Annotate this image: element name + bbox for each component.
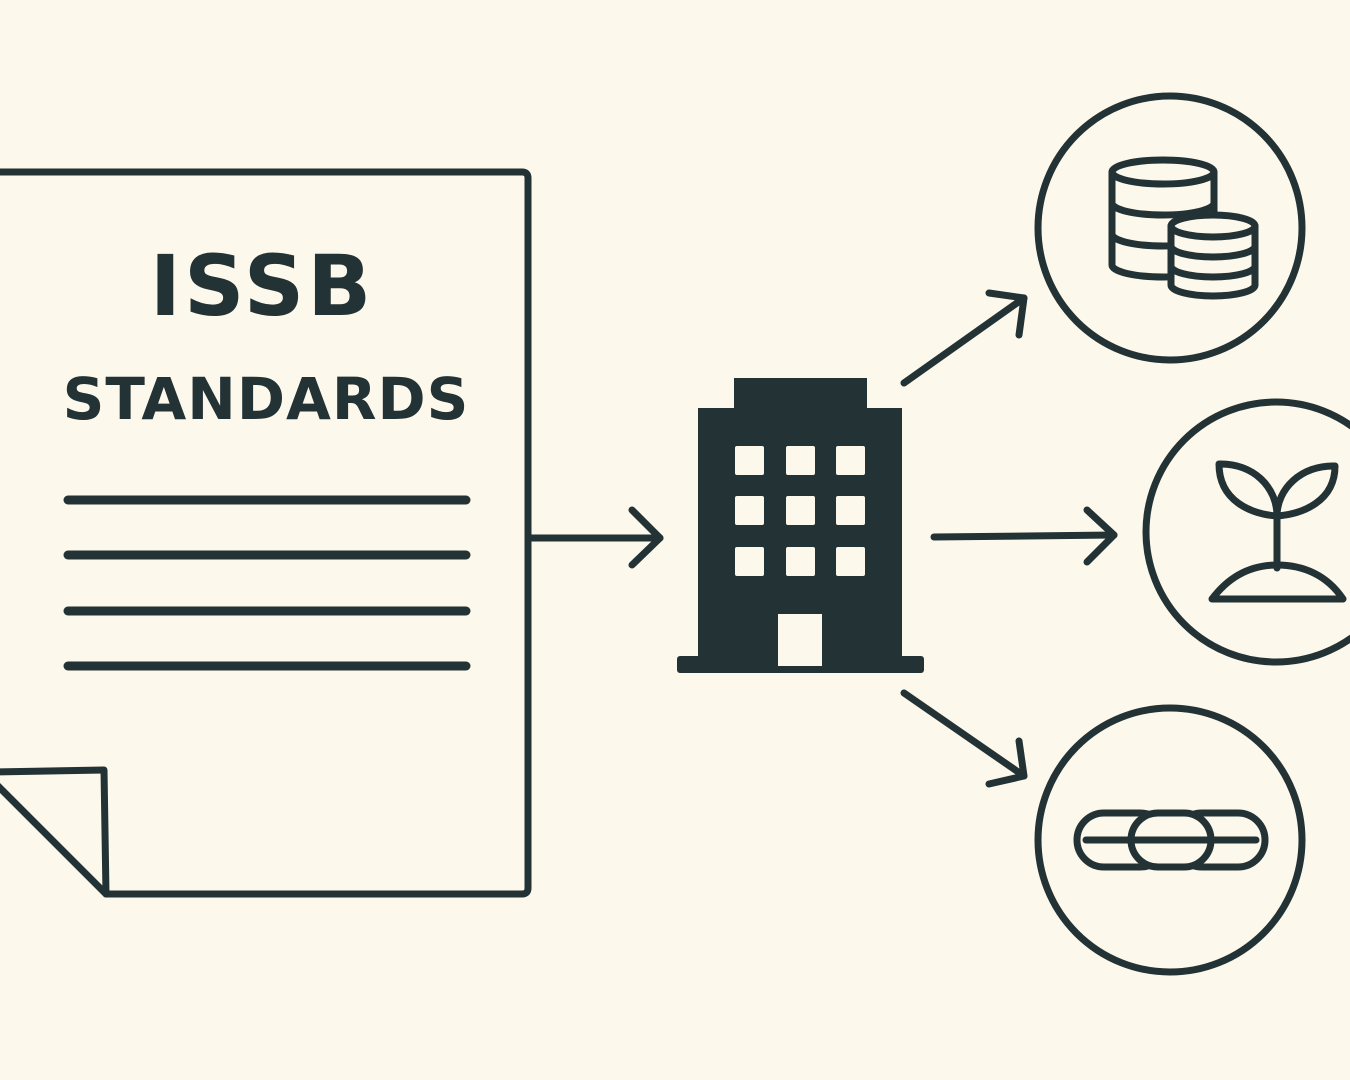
chain-outcome (1034, 704, 1306, 976)
document-subtitle: STANDARDS (62, 365, 470, 433)
arrow-document-to-building (526, 506, 664, 569)
chain-link-icon (1073, 809, 1269, 871)
arrow-building-to-plant (930, 506, 1118, 566)
document-text-lines (63, 495, 471, 671)
plant-outcome (1142, 398, 1350, 666)
plant-sprout-icon (1208, 460, 1347, 603)
coins-outcome (1034, 92, 1306, 364)
arrow-building-to-coins (900, 289, 1028, 387)
coins-icon (1108, 156, 1259, 300)
document-icon (0, 168, 532, 898)
document-title: ISSB (149, 237, 375, 335)
office-building-icon (677, 378, 924, 673)
arrow-building-to-chain (900, 689, 1028, 788)
